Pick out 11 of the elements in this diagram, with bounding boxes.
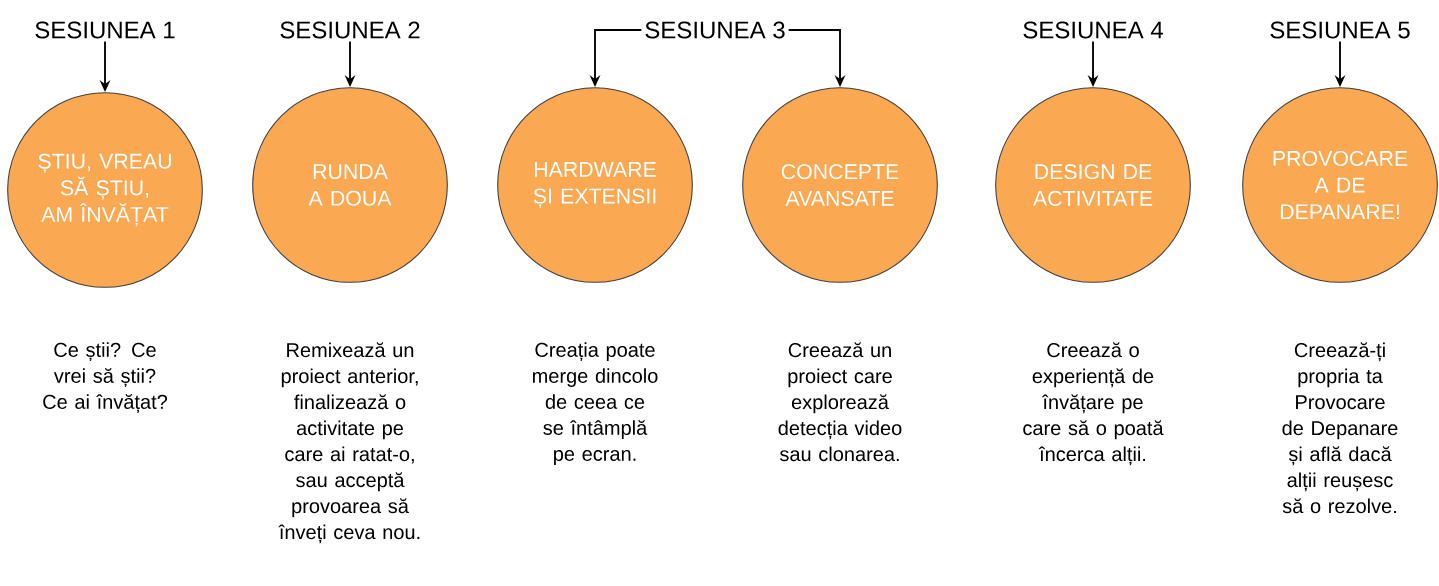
description-text: Creația poate merge dincolo de ceea ce se întâmplă pe ecran. bbox=[532, 342, 658, 465]
session-label: SESIUNEA 3 bbox=[645, 21, 785, 39]
session-label: SESIUNEA 2 bbox=[280, 21, 420, 39]
description-text: Creează-ți propria ta Provocare de Depanare și află dacă alții reușesc să o rezolve. bbox=[1282, 342, 1398, 514]
description-text: Creează un proiect care explorează detecția video sau clonarea. bbox=[778, 342, 902, 462]
description-text: Remixează un proiect anterior, finalizează o activitate pe care ai ratat-o, sau acceptă provoarea să înveți ceva nou. bbox=[278, 342, 420, 544]
session-label: SESIUNEA 5 bbox=[1270, 21, 1410, 39]
description-text: Creează o experiență de învățare pe care să o poată încerca alții. bbox=[1023, 342, 1164, 466]
session-label: SESIUNEA 1 bbox=[35, 21, 175, 39]
session-label: SESIUNEA 4 bbox=[1023, 21, 1163, 39]
description-text: Ce știi? Ce vrei să știi? Ce ai învățat? bbox=[43, 342, 168, 413]
